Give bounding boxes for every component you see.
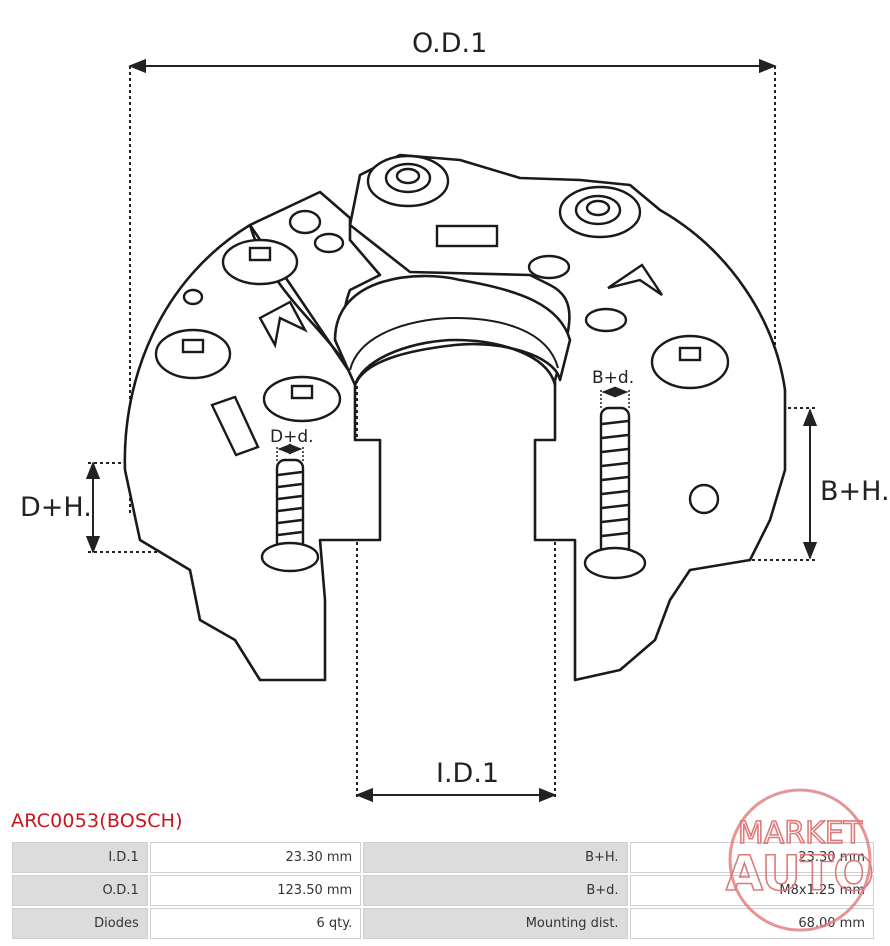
spec-table: I.D.1 23.30 mm B+H. 23.30 mm O.D.1 123.5…	[10, 840, 876, 941]
dh-label: D+H.	[20, 492, 92, 523]
spec-label: B+H.	[363, 842, 628, 873]
spec-label: Mounting dist.	[363, 908, 628, 939]
dd-callout	[276, 443, 304, 462]
part-title: ARC0053(BOSCH)	[11, 810, 183, 832]
table-row: Diodes 6 qty. Mounting dist. 68.00 mm	[12, 908, 874, 939]
spec-value: 23.30 mm	[149, 842, 362, 873]
spec-value: 6 qty.	[149, 908, 362, 939]
rectifier-technical-drawing: O.D.1 I.D.1 D+H. B+H.	[20, 28, 890, 803]
spec-label: O.D.1	[12, 875, 148, 906]
diode-caps	[154, 154, 730, 515]
spec-value: 68.00 mm	[629, 908, 874, 939]
spec-value: 123.50 mm	[149, 875, 362, 906]
spec-value: M8x1.25 mm	[629, 875, 874, 906]
od1-label: O.D.1	[412, 28, 487, 59]
bd-label: B+d.	[592, 368, 634, 388]
bd-callout	[600, 386, 630, 410]
bh-label: B+H.	[820, 476, 890, 507]
spec-label: I.D.1	[12, 842, 148, 873]
d-bolt	[260, 458, 320, 573]
table-row: I.D.1 23.30 mm B+H. 23.30 mm	[12, 842, 874, 873]
spec-label: Diodes	[12, 908, 148, 939]
spec-value: 23.30 mm	[629, 842, 874, 873]
b-bolt	[583, 406, 647, 580]
spec-label: B+d.	[363, 875, 628, 906]
id1-label: I.D.1	[436, 758, 499, 789]
table-row: O.D.1 123.50 mm B+d. M8x1.25 mm	[12, 875, 874, 906]
id1-dimension	[355, 380, 557, 803]
dd-label: D+d.	[270, 427, 314, 447]
